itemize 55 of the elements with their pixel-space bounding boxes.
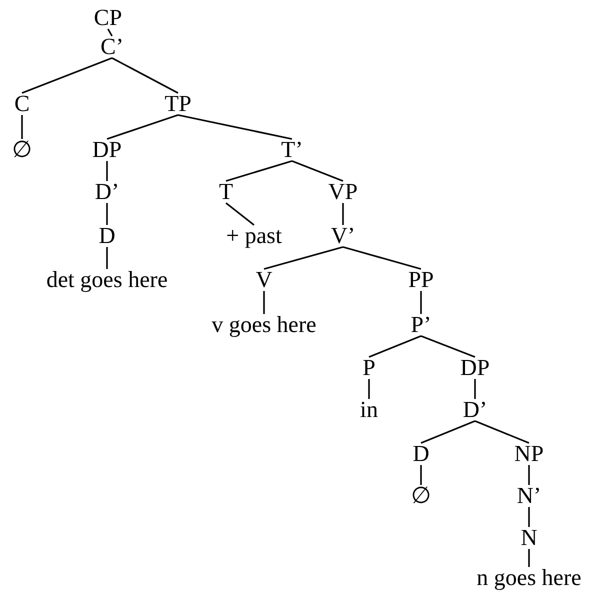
tree-branch bbox=[342, 203, 344, 225]
tree-node-label: T bbox=[218, 181, 234, 203]
tree-branch bbox=[226, 160, 292, 182]
tree-node-label: CP bbox=[94, 7, 122, 29]
tree-node-label: TP bbox=[164, 93, 192, 115]
tree-branch bbox=[420, 420, 476, 444]
tree-branch bbox=[528, 549, 530, 567]
tree-node-label: D’ bbox=[94, 181, 120, 203]
tree-branch bbox=[342, 246, 422, 270]
tree-node-label: det goes here bbox=[46, 269, 168, 291]
tree-node-label: n goes here bbox=[476, 567, 582, 589]
tree-node-label: NP bbox=[514, 443, 544, 465]
tree-node-label: in bbox=[360, 399, 378, 421]
tree-node-label: C bbox=[14, 93, 30, 115]
tree-node-label: T’ bbox=[281, 139, 303, 161]
tree-branch bbox=[112, 57, 178, 94]
tree-node-label: DP bbox=[92, 139, 122, 161]
tree-branch bbox=[263, 291, 265, 314]
tree-node-label: N’ bbox=[516, 485, 542, 507]
tree-node-label: D bbox=[412, 443, 430, 465]
tree-branch bbox=[22, 57, 112, 94]
tree-branch bbox=[420, 465, 422, 485]
tree-node-label: VP bbox=[328, 181, 358, 203]
tree-branch bbox=[178, 114, 292, 140]
tree-node-label: ∅ bbox=[12, 139, 32, 161]
tree-branch bbox=[420, 335, 476, 358]
tree-branch bbox=[528, 465, 530, 485]
tree-branch bbox=[107, 28, 113, 36]
tree-branch bbox=[420, 291, 422, 314]
tree-node-label: v goes here bbox=[212, 314, 316, 336]
tree-node-label: + past bbox=[226, 225, 282, 247]
tree-node-label: C’ bbox=[100, 36, 124, 58]
tree-branch bbox=[226, 202, 254, 226]
tree-node-label: ∅ bbox=[411, 485, 431, 507]
tree-branch bbox=[474, 379, 476, 399]
tree-branch bbox=[106, 203, 108, 225]
tree-branch bbox=[474, 420, 530, 444]
tree-node-label: P’ bbox=[410, 314, 432, 336]
tree-node-label: V’ bbox=[330, 225, 356, 247]
tree-node-label: P bbox=[362, 357, 376, 379]
tree-branch bbox=[368, 379, 370, 399]
tree-branch bbox=[264, 246, 344, 270]
tree-node-label: V bbox=[256, 269, 272, 291]
tree-branch bbox=[528, 507, 530, 527]
tree-node-label: D bbox=[98, 225, 116, 247]
tree-node-label: D’ bbox=[462, 399, 488, 421]
tree-branch bbox=[292, 160, 344, 182]
tree-branch bbox=[21, 115, 23, 139]
tree-node-label: DP bbox=[460, 357, 490, 379]
tree-branch bbox=[368, 335, 422, 358]
tree-branch bbox=[106, 114, 178, 140]
tree-node-label: PP bbox=[408, 269, 434, 291]
tree-branch bbox=[106, 161, 108, 181]
tree-node-label: N bbox=[520, 527, 538, 549]
tree-branch bbox=[106, 247, 108, 269]
